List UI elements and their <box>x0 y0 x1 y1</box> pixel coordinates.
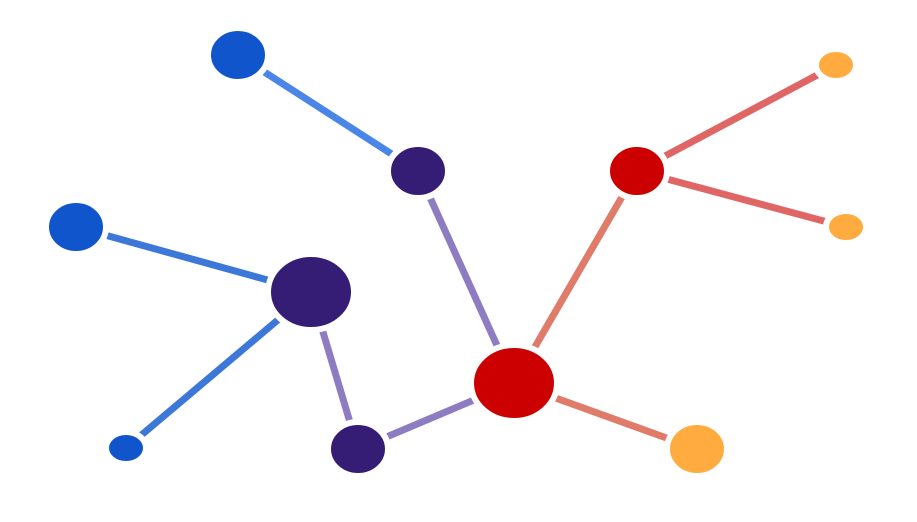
edge-n8-n9 <box>635 61 838 175</box>
node-n6 <box>325 419 391 479</box>
node-n8 <box>604 141 670 201</box>
edges-layer <box>75 52 847 453</box>
node-n5 <box>103 429 149 467</box>
edge-n1-n2 <box>236 52 420 174</box>
node-n4 <box>265 251 357 333</box>
node-n11 <box>664 419 730 479</box>
node-n10 <box>823 208 869 246</box>
nodes-layer <box>43 25 869 479</box>
node-n3 <box>43 197 109 257</box>
edge-n8-n10 <box>636 167 847 231</box>
node-n2 <box>385 141 451 201</box>
node-n7 <box>468 342 560 424</box>
node-n1 <box>205 25 271 85</box>
node-n9 <box>813 46 859 84</box>
